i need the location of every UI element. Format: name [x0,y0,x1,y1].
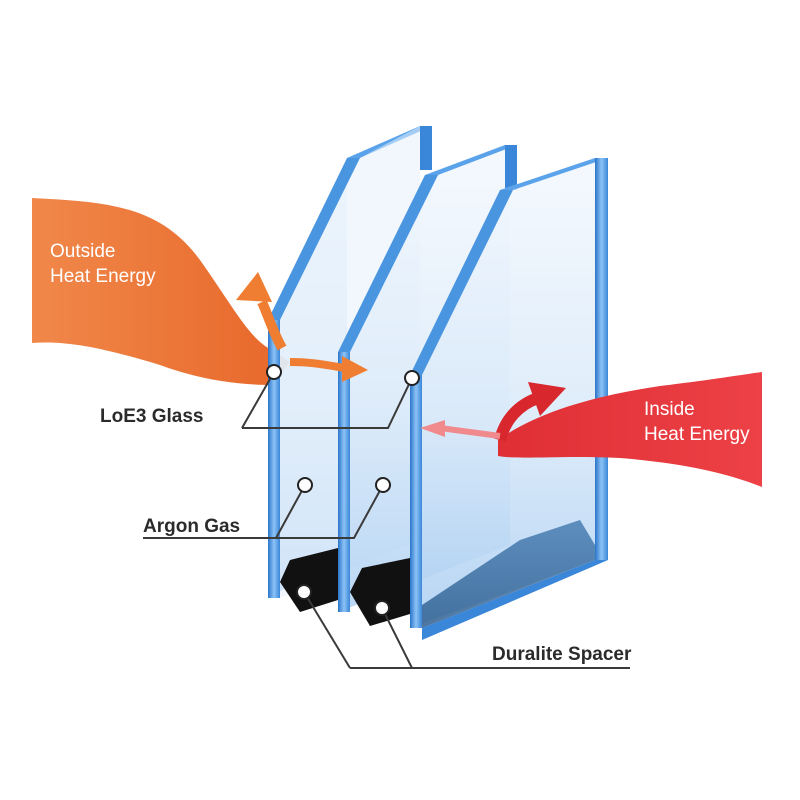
marker-gas-1 [297,477,313,493]
outside-heat-label: Outside Heat Energy [50,241,156,287]
inside-reflected-arrow-icon [494,382,566,442]
glass-pane-inner [410,158,608,640]
transmitted-heat-arrow-icon [289,356,368,382]
leader-lines [143,371,630,669]
inside-heat-label-line2: Heat Energy [644,424,750,445]
marker-spacer-2 [374,600,390,616]
leader-glass [242,377,413,429]
label-argon-gas: Argon Gas [143,516,240,537]
inside-heat-ribbon [498,372,762,487]
inside-to-glass-arrow-icon [420,420,501,439]
outside-heat-label-line1: Outside [50,241,115,262]
reflected-heat-arrow-icon [236,272,287,351]
marker-gas-2 [375,477,391,493]
label-duralite-spacer: Duralite Spacer [492,644,632,665]
leader-gas [143,484,384,539]
outside-heat-label-line2: Heat Energy [50,266,156,287]
inside-heat-label: Inside Heat Energy [644,399,750,445]
marker-glass-1 [266,364,282,380]
markers [266,364,420,616]
spacer-1 [280,548,338,612]
marker-glass-2 [404,370,420,386]
inside-heat-label-line1: Inside [644,399,695,420]
marker-spacer-1 [296,584,312,600]
label-loe3-glass: LoE3 Glass [100,406,204,427]
outside-heat-ribbon [32,198,290,385]
spacer-2 [350,558,410,626]
cavity-bottom-shade [422,520,595,628]
